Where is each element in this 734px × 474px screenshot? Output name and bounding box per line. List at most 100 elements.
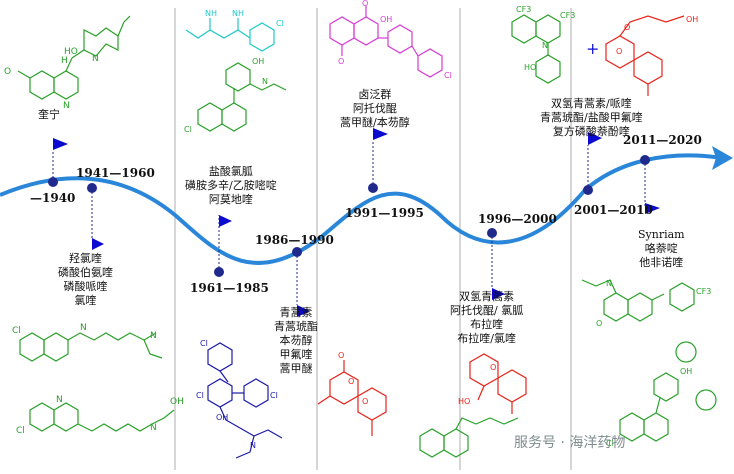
drug-name: 盐酸氯胍 (208, 165, 253, 178)
period-label-p8: 2011—2020 (623, 133, 702, 147)
drug-list-p8: Synriam 咯萘啶 他非诺喹 (638, 228, 685, 270)
section-dividers (174, 8, 572, 470)
artesunate-o1-label: O (624, 23, 630, 32)
proguanil-nh2-label: NH (232, 9, 244, 18)
tafenoquine-o-label: O (596, 319, 602, 328)
timeline-arrowhead (712, 146, 733, 170)
node-p8 (640, 155, 650, 165)
atovaquone-o1-label: O (362, 0, 368, 8)
drug-list-p4: 青蒿素 青蒿琥酯 本芴醇 甲氟喹 蒿甲醚 (274, 306, 318, 376)
flag-p3 (219, 215, 232, 227)
chloroquine-structures (19, 332, 175, 432)
cq-n2-label: N (150, 331, 157, 341)
atovaquone-atom-labels: O OH O Cl (338, 0, 452, 80)
flag-p2 (92, 238, 104, 250)
period-label-p5: 1991—1995 (345, 206, 424, 220)
proguanil-nh1-label: NH (205, 9, 217, 18)
drug-name: 蒿甲醚 (279, 362, 313, 375)
period-label-p4: 1986—1990 (255, 233, 334, 247)
drug-name: 羟氯喹 (69, 252, 102, 265)
artemisinin-o1-label: O (338, 351, 344, 360)
mefloquine-atom-labels: CF3 CF3 N HO (516, 5, 575, 72)
quinine-o-label: O (4, 67, 11, 77)
drug-list-p2: 羟氯喹 磷酸伯氨喹 磷酸哌喹 氯喹 (58, 252, 113, 308)
amodiaquine-atom-labels: OH N Cl (184, 57, 268, 134)
period-label-p6: 1996—2000 (478, 212, 557, 226)
quinine-ho-label: HO (64, 47, 78, 57)
period-label-p3: 1961—1985 (190, 281, 269, 295)
amodiaquine-structure (197, 62, 287, 132)
lumefantrine-cl3-label: Cl (270, 391, 278, 400)
node-p4 (292, 247, 302, 257)
node-p5 (368, 183, 378, 193)
atovaquone-structure (329, 6, 443, 78)
drug-name: 磷酸哌喹 (63, 280, 108, 293)
amodiaquine-cl-label: Cl (184, 125, 192, 134)
primaquine-like-structure (419, 417, 519, 458)
timeline-nodes (48, 155, 650, 277)
drug-name: 咯萘啶 (644, 242, 678, 255)
drug-name: 氯喹 (74, 294, 97, 307)
drug-name: 青蒿琥酯 (274, 320, 318, 333)
cq-cl1-label: Cl (12, 326, 21, 336)
drug-name: Synriam (638, 228, 685, 241)
node-p3 (214, 267, 224, 277)
dha-ho-label: HO (458, 397, 470, 406)
artemisinin-o3-label: O (362, 397, 368, 406)
drug-list-p5: 卤泛群 阿托伐醌 蒿甲醚/本芴醇 (340, 88, 410, 130)
cq-n4-label: N (150, 423, 157, 433)
period-label-p2: 1941—1960 (76, 166, 155, 180)
flag-p5 (373, 128, 388, 140)
artesunate-atom-labels: OH O O (616, 15, 698, 56)
lumefantrine-structure (207, 342, 283, 459)
drug-name: 阿托伐醌/ 氯胍 (450, 304, 524, 317)
lumefantrine-oh-label: OH (216, 413, 228, 422)
lumefantrine-cl1-label: Cl (200, 339, 208, 348)
drug-name: 阿托伐醌 (352, 102, 397, 115)
drug-name: 阿莫地喹 (208, 193, 253, 206)
dihydroartemisinin-structure (469, 353, 527, 414)
drug-name: 复方磷酸萘酚喹 (552, 125, 630, 138)
lumefantrine-atom-labels: Cl Cl Cl OH N (196, 339, 278, 450)
drug-name: 双氢青蒿素/哌喹 (551, 97, 632, 110)
artesunate-oh-label: OH (686, 15, 698, 24)
quinine-n1-label: N (92, 54, 99, 64)
cq-n3-label: N (56, 395, 63, 405)
drug-name: 青蒿素 (279, 306, 313, 319)
artemisinin-atom-labels: O O O (338, 351, 368, 406)
pyronaridine-cl-label: Cl (606, 439, 614, 448)
timeline-curve (0, 153, 723, 265)
pyronaridine-atom-labels: OH Cl (606, 367, 692, 448)
quinine-atom-labels: H HO N N O (4, 47, 99, 111)
drug-list-p1: 奎宁 (38, 108, 60, 122)
quinine-n2-label: N (63, 101, 70, 111)
dha-o-label: O (490, 363, 496, 372)
drug-name: 布拉喹 (470, 318, 504, 331)
node-p2 (87, 183, 97, 193)
drug-name: 甲氟喹 (279, 348, 313, 361)
drug-name: 蒿甲醚/本芴醇 (340, 116, 410, 129)
timeline-flags (53, 128, 660, 317)
atovaquone-o2-label: O (338, 57, 344, 66)
pyronaridine-structure (619, 341, 717, 442)
drug-name: 奎宁 (38, 108, 60, 121)
cq-cl2-label: Cl (16, 426, 25, 436)
quinine-h-label: H (61, 56, 68, 66)
pyronaridine-oh-label: OH (680, 367, 692, 376)
tafenoquine-cf3-label: CF3 (696, 287, 711, 296)
drug-list-p7: 双氢青蒿素/哌喹 青蒿琥酯/盐酸甲氟喹 复方磷酸萘酚喹 (540, 97, 643, 139)
drug-name: 布拉喹/氯喹 (457, 332, 516, 345)
drug-list-p6: 双氢青蒿素 阿托伐醌/ 氯胍 布拉喹 布拉喹/氯喹 (450, 290, 523, 346)
lumefantrine-n-label: N (250, 441, 256, 450)
watermark: 服务号 · 海洋药物 (514, 435, 626, 451)
drug-name: 双氢青蒿素 (459, 290, 515, 303)
node-p1 (48, 177, 58, 187)
atovaquone-cl-label: Cl (444, 71, 452, 80)
cq-oh-label: OH (170, 397, 184, 407)
proguanil-cl-label: Cl (276, 19, 284, 28)
chloroquine-atom-labels: Cl N N Cl N N OH (12, 323, 184, 436)
drug-name: 他非诺喹 (639, 256, 684, 269)
mefloquine-ho-label: HO (524, 63, 536, 72)
